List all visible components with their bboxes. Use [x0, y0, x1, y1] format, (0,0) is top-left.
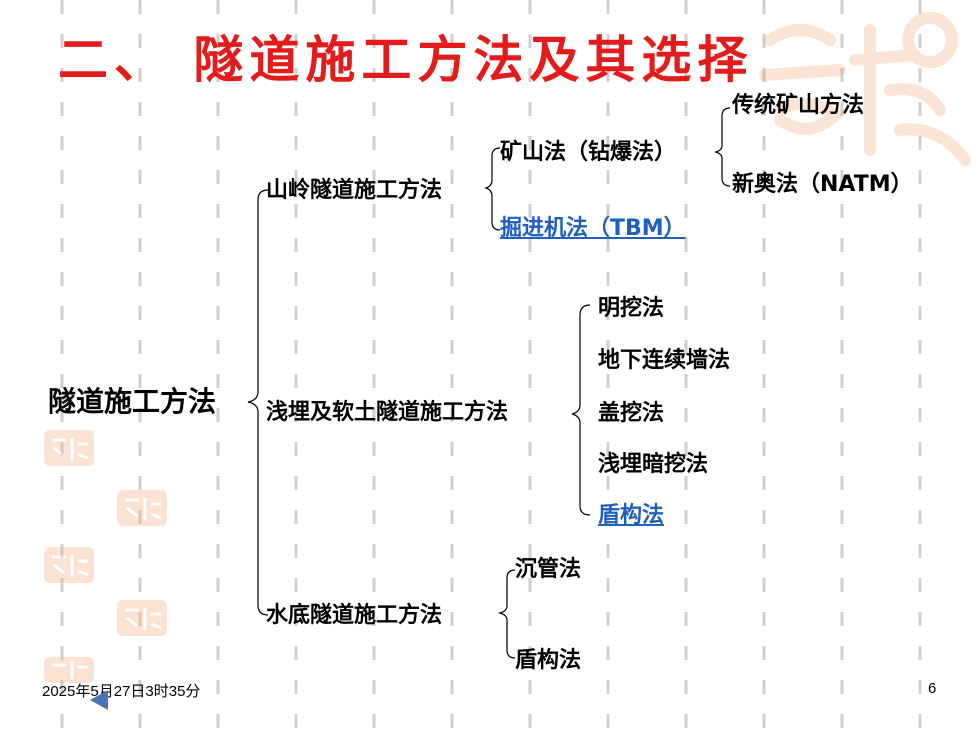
brace-mine: [714, 107, 731, 187]
node-shield-underwater: 盾构法: [515, 648, 582, 673]
branch-underwater: 水底隧道施工方法: [266, 603, 443, 628]
node-diaphragm-wall: 地下连续墙法: [598, 348, 731, 373]
node-natm: 新奥法（NATM）: [732, 172, 913, 197]
node-immersed-tube: 沉管法: [515, 557, 582, 582]
link-shield-method[interactable]: 盾构法: [598, 503, 665, 528]
seal-stamp-icon: [117, 490, 167, 526]
page-number: 6: [928, 680, 937, 697]
node-cut-and-cover: 明挖法: [598, 296, 665, 321]
back-triangle-icon[interactable]: [90, 690, 108, 710]
brace-underwater: [497, 569, 516, 659]
tree-root: 隧道施工方法: [48, 385, 217, 418]
seal-stamp-icon: [44, 430, 94, 466]
brace-shallow: [571, 304, 591, 516]
footer-date: 2025年5月27日3时35分: [42, 683, 201, 700]
brace-mountain: [484, 147, 501, 231]
brace-root: [247, 189, 269, 616]
seal-stamp-icon: [44, 547, 94, 583]
node-cover-excavation: 盖挖法: [598, 401, 665, 426]
branch-mountain: 山岭隧道施工方法: [266, 178, 443, 203]
page-title: 二、 隧道施工方法及其选择: [58, 30, 754, 89]
seal-stamp-icon: [117, 600, 167, 636]
node-shallow-mining: 浅埋暗挖法: [598, 452, 709, 477]
seal-stamp-icon: [44, 657, 94, 683]
node-mine-method: 矿山法（钻爆法）: [500, 140, 677, 165]
link-tbm[interactable]: 掘进机法（TBM）: [500, 216, 686, 241]
seal-stamp-icon: [759, 12, 971, 166]
branch-shallow: 浅埋及软土隧道施工方法: [266, 400, 509, 425]
node-traditional: 传统矿山方法: [732, 93, 865, 118]
